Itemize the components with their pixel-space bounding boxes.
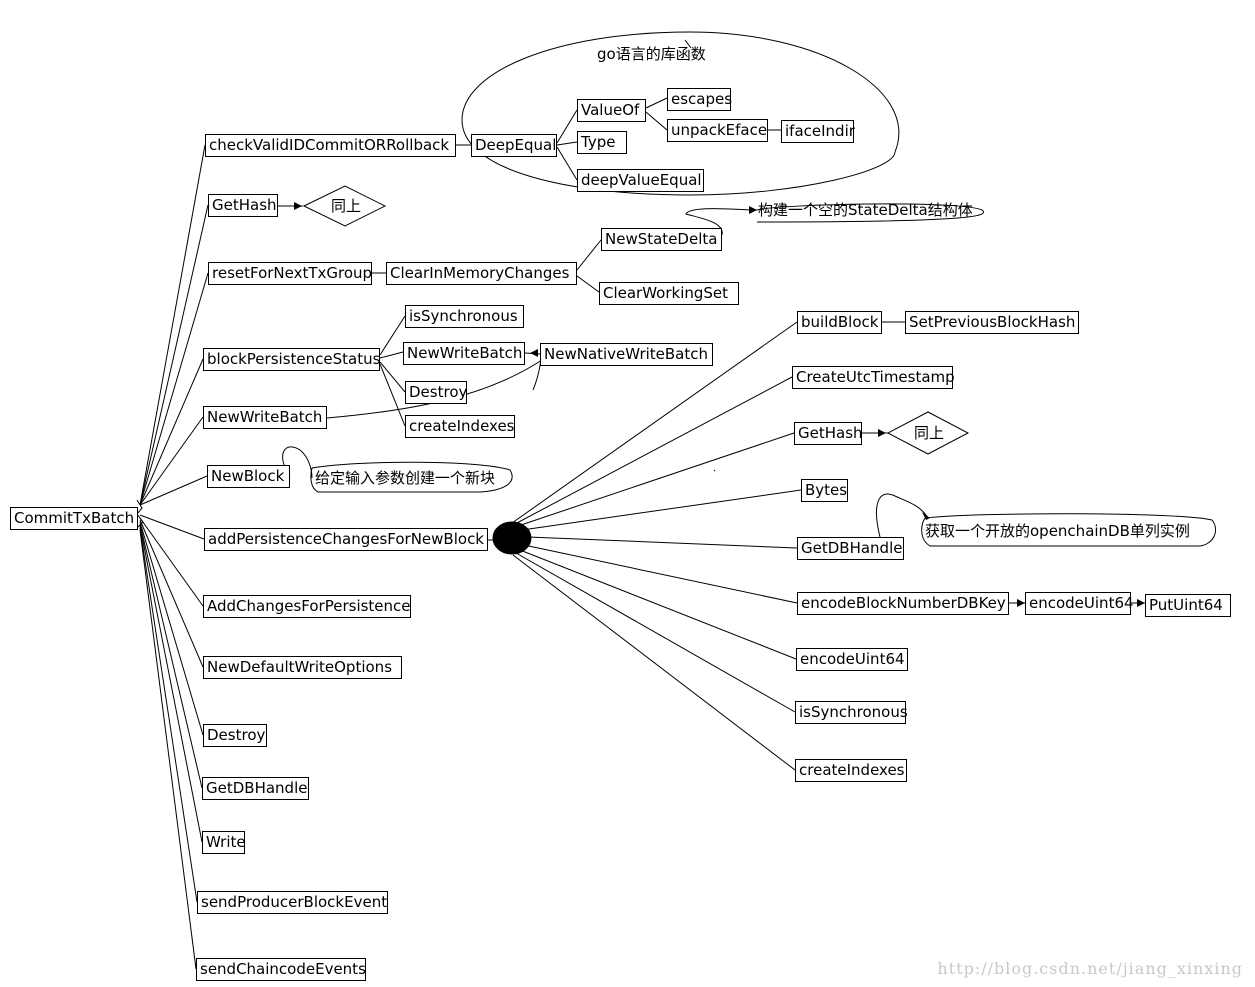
node-add-persistence: addPersistenceChangesForNewBlock xyxy=(204,528,488,551)
node-encode-uint64-b: encodeUint64 xyxy=(796,648,908,671)
node-encode-block-number-db-key: encodeBlockNumberDBKey xyxy=(797,592,1009,615)
node-check-valid: checkValidIDCommitORRollback xyxy=(205,134,456,157)
same-as-above-label-2: 同上 xyxy=(914,424,945,442)
node-destroy: Destroy xyxy=(203,724,267,747)
node-create-indexes-2: createIndexes xyxy=(795,759,907,782)
node-reset: resetForNextTxGroup xyxy=(208,262,372,285)
node-put-uint64: PutUint64 xyxy=(1145,594,1231,617)
node-write: Write xyxy=(202,831,246,854)
node-set-previous-block-hash: SetPreviousBlockHash xyxy=(905,311,1079,334)
node-iface-indir: ifaceIndir xyxy=(781,120,855,143)
node-deep-value-equal: deepValueEqual xyxy=(577,169,704,192)
node-new-write-batch-2: NewWriteBatch xyxy=(403,342,525,365)
node-new-write-batch: NewWriteBatch xyxy=(203,406,327,429)
node-value-of: ValueOf xyxy=(577,99,646,122)
state-delta-note: 构建一个空的StateDelta结构体 xyxy=(758,201,973,219)
node-bytes: Bytes xyxy=(801,479,848,502)
node-new-block: NewBlock xyxy=(207,465,290,488)
same-as-above-label-1: 同上 xyxy=(331,197,362,215)
node-clear-working-set: ClearWorkingSet xyxy=(599,282,739,305)
node-new-default-write-options: NewDefaultWriteOptions xyxy=(203,656,402,679)
node-encode-uint64-a: encodeUint64 xyxy=(1025,592,1134,615)
node-create-indexes-1: createIndexes xyxy=(405,415,515,438)
node-send-chaincode: sendChaincodeEvents xyxy=(196,958,366,981)
node-new-state-delta: NewStateDelta xyxy=(601,228,722,251)
node-new-native-write-batch: NewNativeWriteBatch xyxy=(540,343,713,366)
node-block-persistence-status: blockPersistenceStatus xyxy=(203,348,380,371)
node-is-synchronous-1: isSynchronous xyxy=(405,305,524,328)
node-get-db-handle: GetDBHandle xyxy=(202,777,309,800)
node-get-hash-2: GetHash xyxy=(794,422,863,445)
node-send-producer: sendProducerBlockEvent xyxy=(197,891,388,914)
node-escapes: escapes xyxy=(667,88,732,111)
node-build-block: buildBlock xyxy=(797,311,882,334)
root-node: CommitTxBatch xyxy=(10,507,138,530)
go-library-title: go语言的库函数 xyxy=(597,45,706,63)
node-deep-equal: DeepEqual xyxy=(471,134,557,157)
node-is-synchronous-2: isSynchronous xyxy=(795,701,908,724)
node-unpack-eface: unpackEface xyxy=(667,119,768,142)
node-get-hash: GetHash xyxy=(208,194,278,217)
node-add-changes: AddChangesForPersistence xyxy=(203,595,411,618)
node-create-utc-timestamp: CreateUtcTimestamp xyxy=(792,366,955,389)
node-clear-in-memory: ClearInMemoryChanges xyxy=(386,262,577,285)
watermark: http://blog.csdn.net/jiang_xinxing xyxy=(937,959,1243,978)
get-db-handle-note: 获取一个开放的openchainDB单列实例 xyxy=(925,522,1190,540)
node-get-db-handle-2: GetDBHandle xyxy=(797,537,904,560)
node-destroy-2: Destroy xyxy=(405,381,467,404)
node-type: Type xyxy=(577,131,627,154)
new-block-note: 给定输入参数创建一个新块 xyxy=(315,469,496,487)
